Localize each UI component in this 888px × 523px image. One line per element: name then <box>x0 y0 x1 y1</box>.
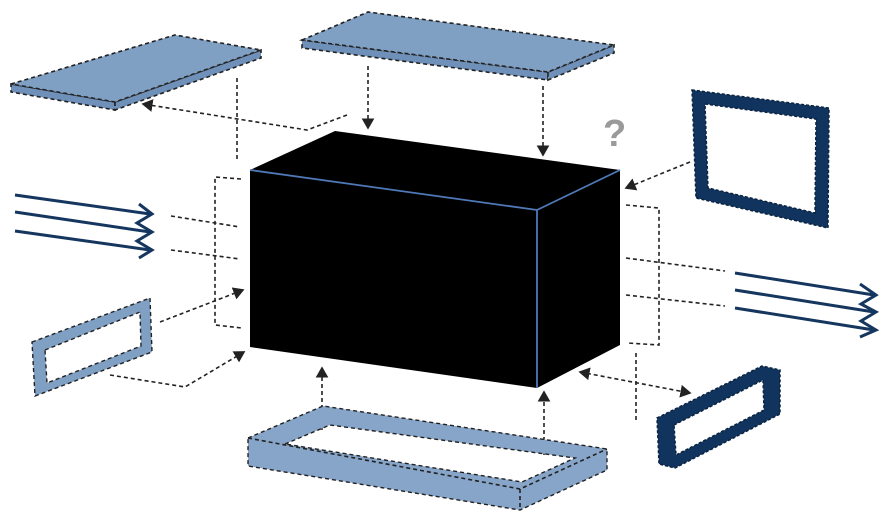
inflow-arrows <box>14 193 155 260</box>
connector-lines-left <box>109 176 246 388</box>
connector-lines-top <box>141 66 691 191</box>
bottom-frame <box>247 405 608 511</box>
top-center-panel <box>298 11 618 82</box>
bottom-right-frame <box>656 365 781 469</box>
top-left-panel <box>10 34 265 112</box>
outflow-arrows <box>734 271 880 339</box>
right-top-frame <box>691 89 830 229</box>
unknown-question-mark: ? <box>603 113 626 155</box>
left-small-frame <box>31 297 153 397</box>
black-box <box>249 131 621 388</box>
